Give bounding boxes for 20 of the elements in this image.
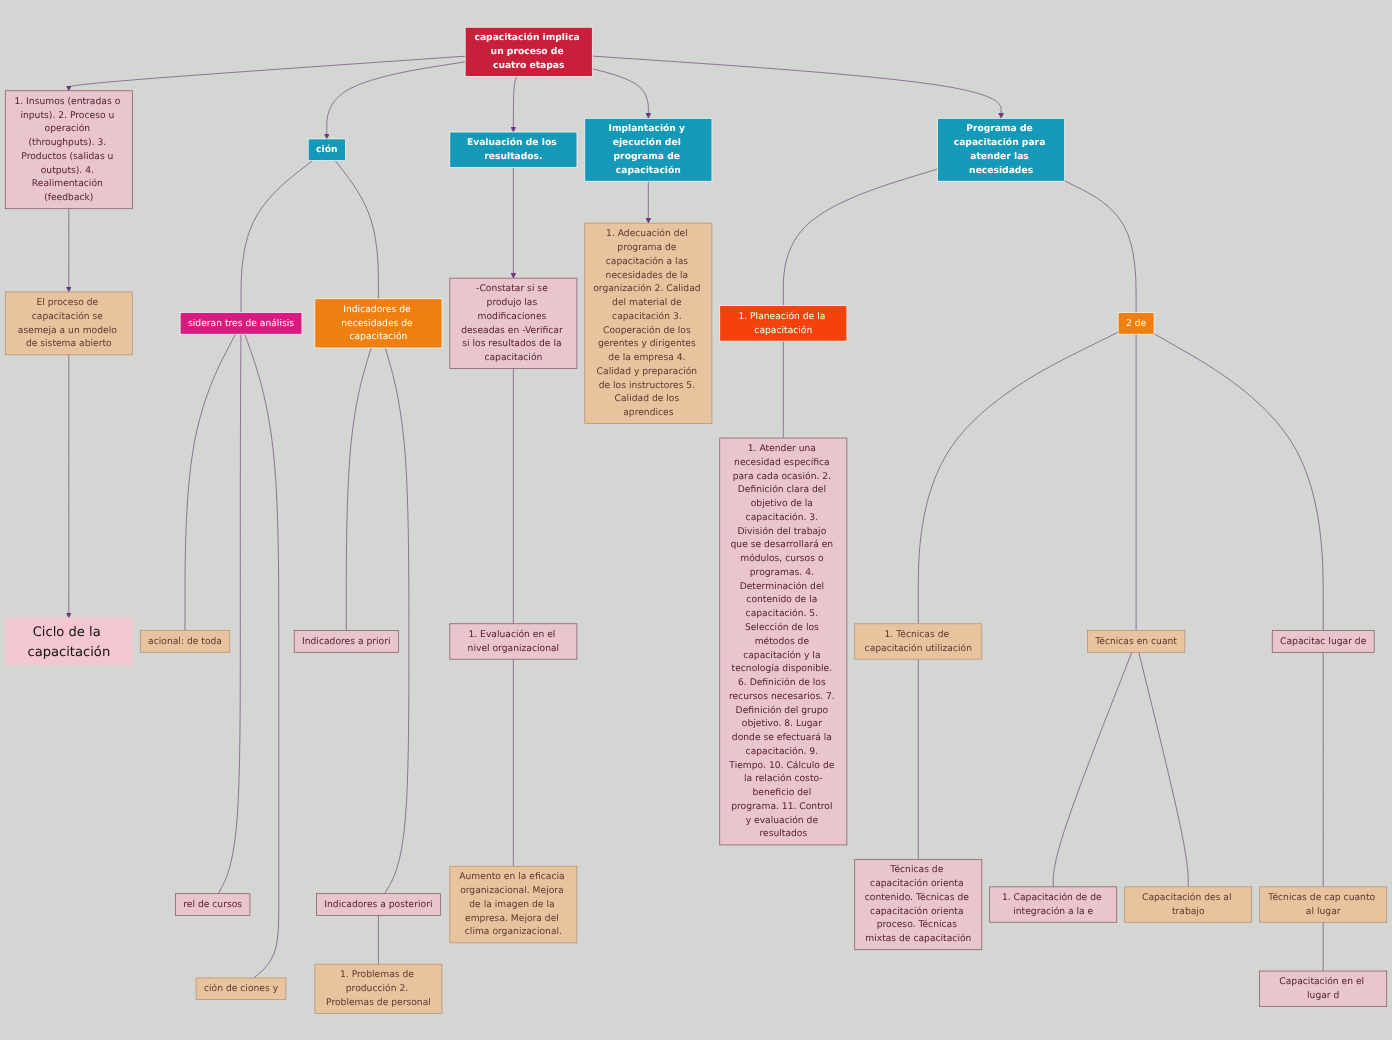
connector: [917, 331, 1119, 624]
connector: [345, 347, 372, 631]
connector: [513, 368, 514, 624]
connector: [1322, 651, 1324, 887]
connector: [244, 333, 280, 978]
connector: [917, 658, 919, 860]
connector: [1052, 651, 1133, 887]
connector: [218, 333, 242, 894]
connector: [1064, 180, 1137, 313]
connector: [240, 159, 314, 313]
connector: [184, 333, 236, 631]
connector: [783, 168, 938, 306]
connector: [783, 340, 784, 439]
connector: [334, 159, 379, 299]
connector: [384, 347, 410, 894]
connector: [1138, 651, 1189, 887]
connector: [513, 658, 514, 867]
connector: [1153, 333, 1324, 631]
connector: [1322, 921, 1324, 972]
connector: [378, 914, 379, 965]
